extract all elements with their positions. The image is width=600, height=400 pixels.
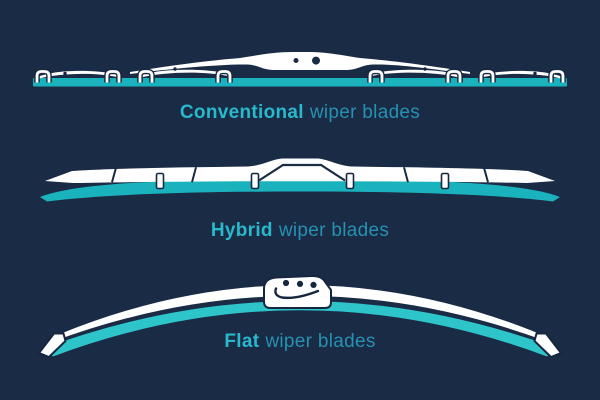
conventional-blade-illustration	[33, 52, 567, 87]
flat-connector-hook	[274, 287, 320, 300]
conventional-mid-yoke-left	[141, 69, 228, 78]
conventional-mid-yoke-right	[372, 69, 459, 78]
flat-end-cap-right	[533, 332, 562, 358]
hybrid-center-outline	[258, 163, 346, 182]
flat-beam	[53, 285, 547, 342]
conventional-claws	[34, 68, 566, 83]
flat-caption-rest: wiper blades	[265, 331, 376, 352]
conventional-caption-bold: Conventional	[179, 102, 304, 123]
flat-caption-bold: Flat	[224, 331, 260, 352]
hybrid-clips	[155, 172, 450, 190]
hybrid-aero-cover	[45, 158, 555, 183]
hybrid-rubber-strip	[40, 179, 560, 202]
hybrid-panel-seams	[111, 166, 489, 183]
flat-rubber-strip	[44, 301, 556, 357]
flat-end-cap-left	[38, 332, 67, 358]
flat-connector-dots	[282, 279, 317, 288]
hybrid-blade-illustration	[40, 158, 560, 202]
conventional-caption-rest: wiper blades	[309, 102, 421, 123]
flat-connector	[263, 274, 332, 309]
hybrid-caption-bold: Hybrid	[210, 220, 273, 241]
conventional-outer-yoke-right	[483, 70, 561, 79]
hybrid-caption-rest: wiper blades	[278, 220, 390, 241]
flat-blade-illustration	[38, 274, 562, 358]
conventional-rivets	[63, 67, 537, 76]
conventional-outer-yoke-left	[39, 70, 117, 79]
conventional-frame-bridge	[130, 52, 470, 74]
conventional-rubber-strip	[33, 78, 567, 87]
